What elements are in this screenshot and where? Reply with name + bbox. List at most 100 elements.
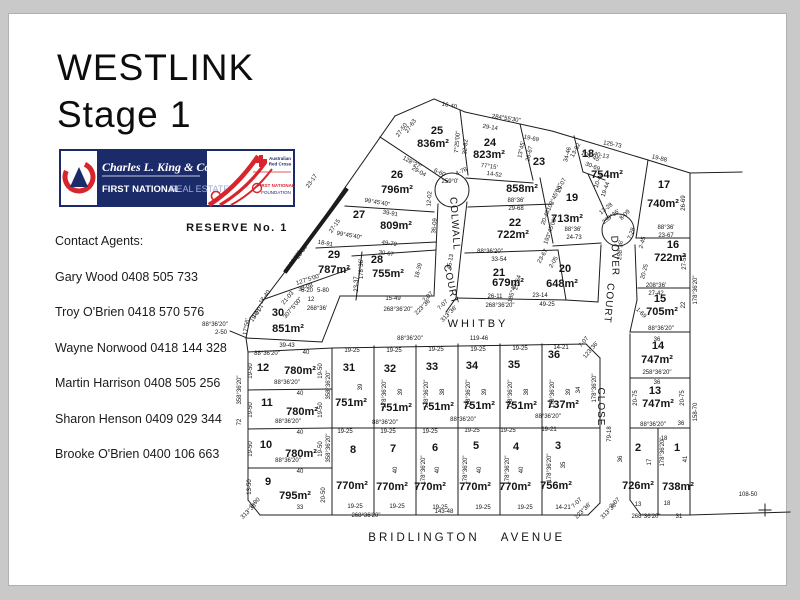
- measurement-label: 32-82: [462, 138, 469, 154]
- measurement-label: 88°36'20": [372, 420, 398, 426]
- measurement-label: 40: [519, 466, 525, 473]
- measurement-label: 39: [358, 383, 364, 390]
- measurement-label: 19-25: [470, 347, 486, 353]
- cul-de-sac-bulb: [434, 172, 470, 208]
- boundary-line: [465, 177, 534, 184]
- lot-area: 770m²: [459, 481, 491, 493]
- lot-number: 5: [473, 440, 479, 452]
- boundary-line: [331, 343, 587, 349]
- boundary-line: [587, 173, 609, 219]
- measurement-label: 88°36'20": [535, 414, 561, 420]
- boundary-line: [344, 205, 435, 213]
- measurement-label: 158-70: [693, 402, 699, 421]
- boundary-line: [315, 241, 437, 249]
- measurement-label: 13: [635, 502, 642, 508]
- measurement-label: 24-73: [566, 235, 582, 241]
- measurement-label: 178°36'20": [382, 379, 388, 408]
- lot-number: 20: [559, 263, 571, 275]
- boundary-line: [689, 171, 743, 174]
- boundary-line: [433, 203, 439, 297]
- measurement-label: 2-05: [549, 255, 561, 269]
- lot-number: 26: [391, 169, 403, 181]
- lot-area: 738m²: [662, 481, 694, 493]
- measurement-label: 22: [681, 301, 687, 308]
- lot-area: 787m²: [318, 264, 350, 276]
- street-name-label: CLOSE: [595, 388, 606, 427]
- measurement-label: 79-18: [607, 426, 613, 442]
- lot-number: 34: [466, 360, 479, 372]
- measurement-label: 40: [435, 466, 441, 473]
- measurement-label: 36: [678, 421, 685, 427]
- measurement-label: 14-52: [486, 171, 503, 179]
- measurement-label: 27-51: [682, 254, 688, 270]
- measurement-label: 23-14: [532, 293, 548, 299]
- measurement-label: 18: [661, 436, 668, 442]
- boundary-line: [635, 159, 649, 239]
- agency-logo-graphic: Charles L. King & Co FIRST NATIONAL REAL…: [59, 149, 295, 207]
- measurement-label: 208°36': [646, 283, 666, 289]
- boundary-line: [247, 347, 333, 353]
- measurement-label: 5-80: [317, 288, 330, 294]
- lot-area: 751m²: [505, 400, 537, 412]
- lot-area: 751m²: [463, 400, 495, 412]
- measurement-label: 143-48: [435, 509, 454, 515]
- measurement-label: 34-46: [563, 146, 573, 163]
- measurement-label: 19-25: [344, 348, 360, 354]
- measurement-label: 19-44: [601, 181, 612, 198]
- lot-number: 27: [353, 209, 365, 221]
- measurement-label: 39: [566, 388, 572, 395]
- measurement-label: 33-54: [491, 257, 507, 263]
- cul-de-sac-bulb: [601, 213, 635, 247]
- measurement-label: 30-67: [378, 250, 395, 258]
- boundary-line: [355, 251, 363, 301]
- lot-number: 15: [654, 293, 666, 305]
- measurement-label: 40: [477, 466, 483, 473]
- lot-number: 30: [272, 307, 284, 319]
- measurement-label: 358°36'20": [326, 370, 332, 399]
- boundary-line: [467, 203, 554, 208]
- logo-navy-panel: [97, 151, 207, 205]
- lot-number: 3: [555, 440, 561, 452]
- lot-area: 770m²: [414, 481, 446, 493]
- measurement-label: 23-67: [658, 233, 674, 239]
- measurement-label: 19-25: [386, 348, 402, 354]
- lot-number: 18: [582, 148, 594, 160]
- lot-number: 7: [390, 443, 396, 455]
- agent-entry: Martin Harrison 0408 505 256: [55, 376, 221, 390]
- lot-area: 858m²: [506, 183, 538, 195]
- boundary-line: [379, 136, 449, 183]
- boundary-line: [552, 242, 602, 247]
- boundary-line: [455, 251, 462, 299]
- measurement-label: 99°45'40": [336, 231, 362, 241]
- measurement-label: 39-43: [279, 343, 295, 349]
- measurement-label: 19-50: [318, 441, 324, 457]
- lot-area: 809m²: [380, 220, 412, 232]
- measurement-label: 19-25: [500, 428, 516, 434]
- measurement-label: 19-25: [428, 347, 444, 353]
- measurement-label: 16-40: [441, 101, 458, 110]
- measurement-label: 27-42: [648, 291, 664, 297]
- measurement-label: 40: [297, 469, 304, 475]
- measurement-label: 30-69: [584, 161, 601, 173]
- boundary-line: [464, 249, 559, 254]
- measurement-label: 178°36'20": [466, 379, 472, 408]
- lot-area: 740m²: [647, 198, 679, 210]
- measurement-label: 268°36'20": [485, 303, 514, 309]
- agent-entry: Wayne Norwood 0418 144 328: [55, 340, 227, 355]
- lot-area: 679m²: [492, 277, 524, 289]
- measurement-label: 99°45'40": [364, 198, 390, 208]
- lot-number: 14: [652, 340, 665, 352]
- measurement-label: 13°45': [517, 141, 526, 159]
- measurement-label: 19-50: [248, 363, 254, 379]
- measurement-label: 38: [524, 388, 530, 395]
- boundary-line: [557, 249, 567, 301]
- lot-number: 31: [343, 362, 355, 374]
- measurement-label: 19-50: [318, 402, 324, 418]
- measurement-label: 20-48: [541, 209, 552, 226]
- boundary-line: [245, 337, 323, 343]
- measurement-label: 178°36'20": [547, 453, 553, 482]
- measurement-label: 19-25: [380, 429, 396, 435]
- lot-number: 9: [265, 476, 271, 488]
- measurement-label: 33: [297, 505, 304, 511]
